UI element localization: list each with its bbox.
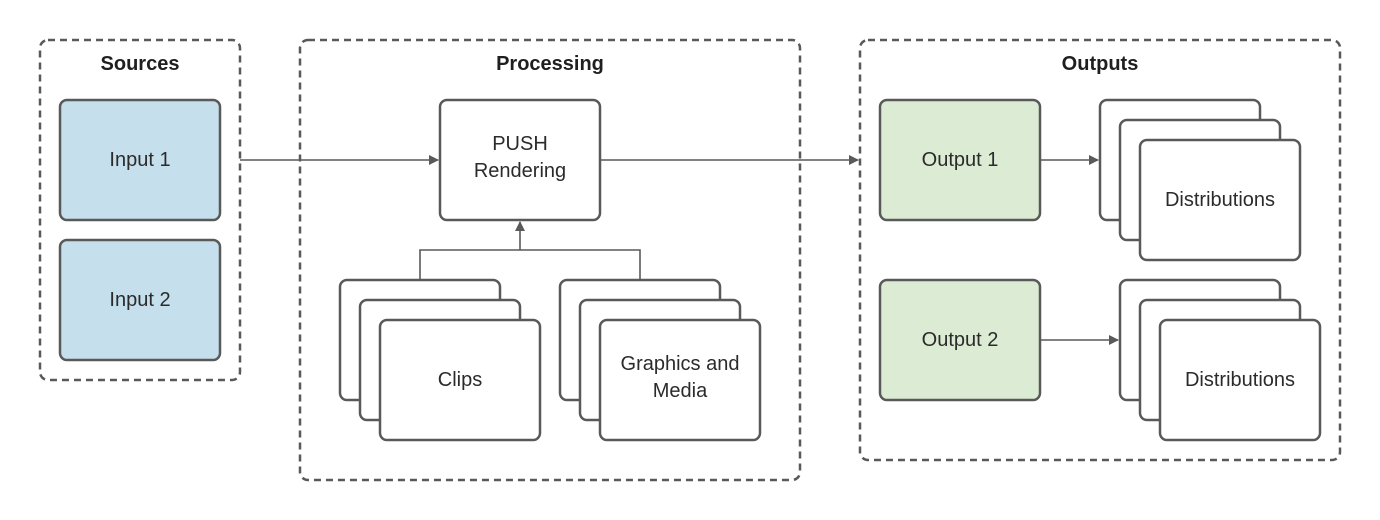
processing-group: Processing: [298, 38, 802, 482]
push-rendering-label-line2: Rendering: [474, 160, 566, 182]
push-rendering-label-line1: PUSH: [492, 133, 548, 155]
distributions-1-stack: Distributions: [1098, 98, 1302, 262]
distributions-2-label: Distributions: [1185, 369, 1295, 391]
output-1-label: Output 1: [922, 149, 999, 171]
input-1-node: Input 1: [58, 98, 222, 222]
connector-clips-up: [419, 249, 520, 280]
push-rendering-node: PUSH Rendering: [438, 98, 602, 222]
input-2-label: Input 2: [109, 289, 170, 311]
graphics-media-label-line1: Graphics and: [621, 353, 740, 375]
clips-label: Clips: [438, 369, 482, 391]
graphics-media-label-line2: Media: [653, 380, 708, 402]
clips-stack: Clips: [338, 278, 542, 442]
input-1-label: Input 1: [109, 149, 170, 171]
connectors: [240, 155, 1119, 345]
processing-title: Processing: [496, 53, 604, 75]
output-1-node: Output 1: [878, 98, 1042, 222]
outputs-group: Outputs: [858, 38, 1342, 462]
sources-group: Sources: [38, 38, 242, 382]
distributions-2-stack: Distributions: [1118, 278, 1322, 442]
distributions-1-label: Distributions: [1165, 189, 1275, 211]
connector-graphics-up: [520, 249, 641, 280]
sources-title: Sources: [101, 53, 180, 75]
outputs-title: Outputs: [1062, 53, 1139, 75]
graphics-media-stack: Graphics and Media: [558, 278, 762, 442]
output-2-label: Output 2: [922, 329, 999, 351]
input-2-node: Input 2: [58, 238, 222, 362]
output-2-node: Output 2: [878, 278, 1042, 402]
